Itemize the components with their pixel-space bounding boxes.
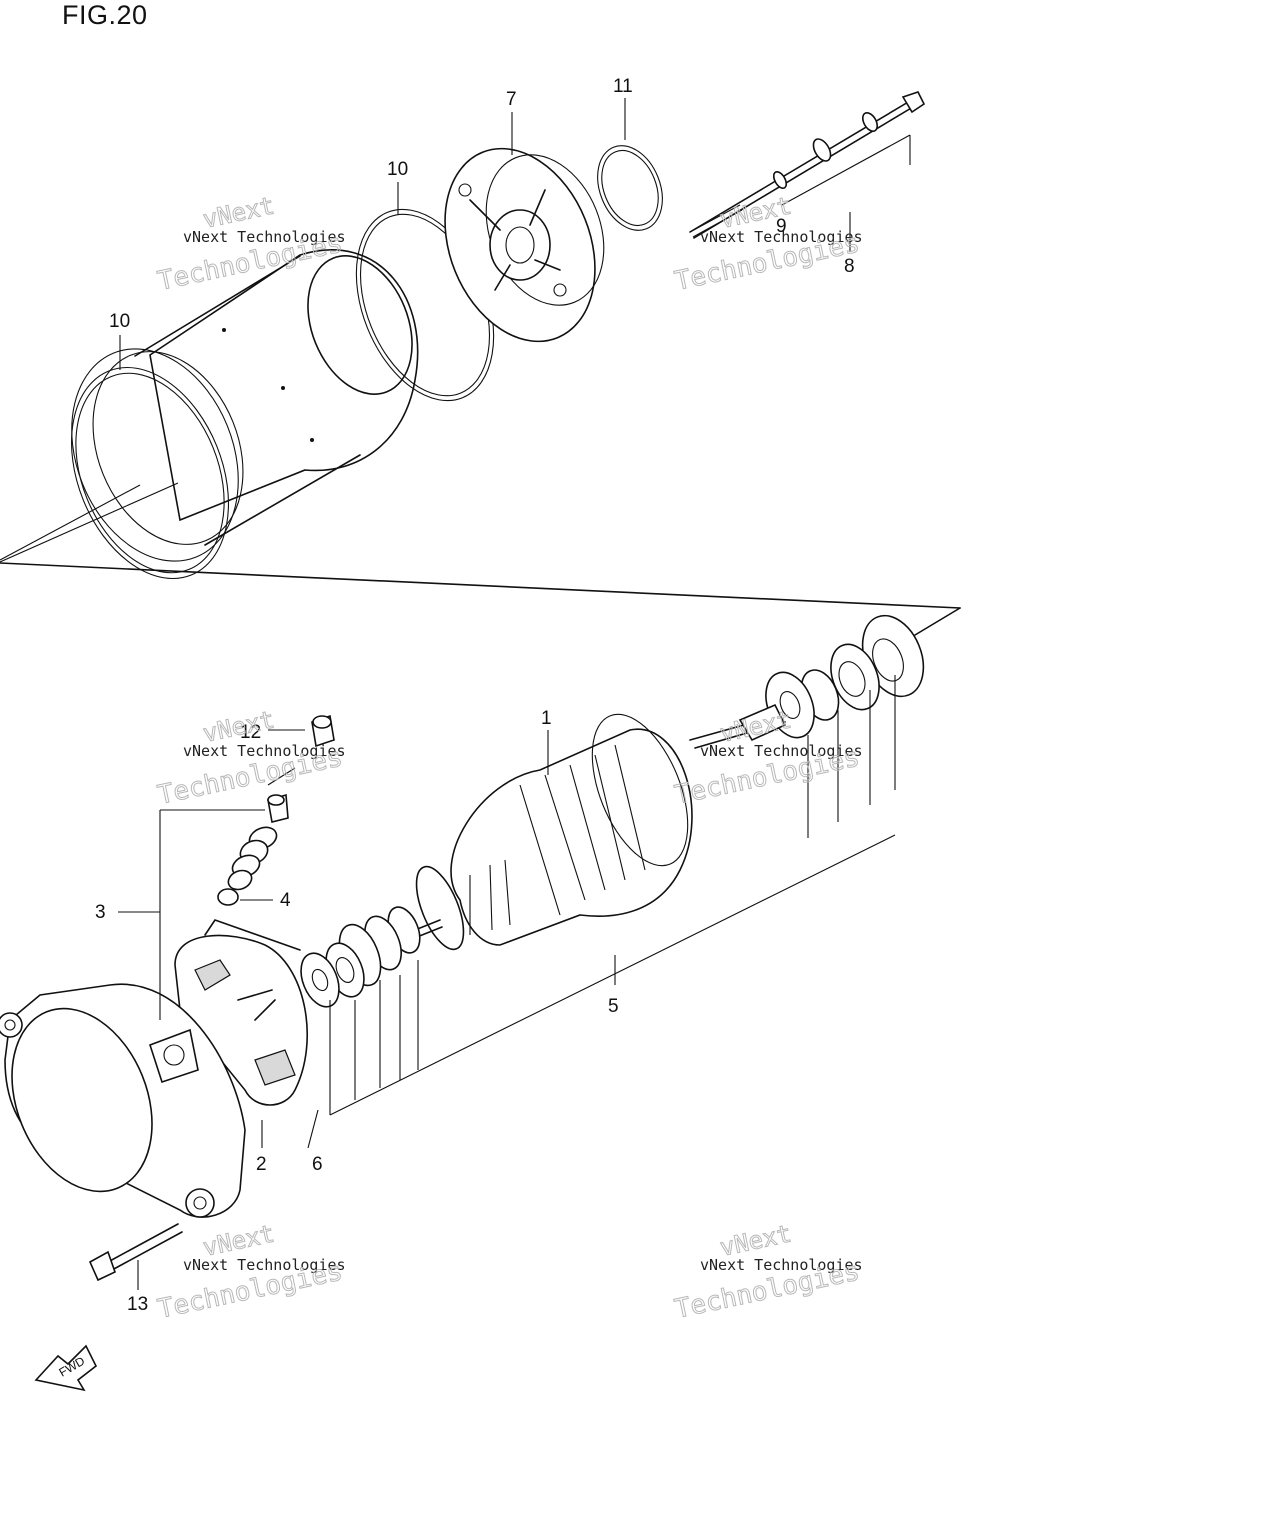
watermark-3: vNext vNext Technologies Technologies bbox=[155, 705, 346, 811]
callout-6: 6 bbox=[312, 1154, 323, 1175]
brush-holder bbox=[174, 919, 308, 1106]
callout-9: 9 bbox=[776, 216, 787, 237]
yoke-housing bbox=[71, 249, 419, 562]
section-divider bbox=[0, 482, 961, 636]
watermark-text: vNext Technologies bbox=[700, 1256, 863, 1274]
watermark-text: vNext Technologies bbox=[183, 228, 346, 246]
callout-12: 12 bbox=[240, 722, 261, 743]
callout-2: 2 bbox=[256, 1154, 267, 1175]
callout-13: 13 bbox=[127, 1294, 148, 1315]
callout-7: 7 bbox=[506, 89, 517, 110]
callout-1: 1 bbox=[541, 708, 552, 729]
rear-end-cover bbox=[444, 147, 605, 343]
watermark-4: vNext vNext Technologies Technologies bbox=[672, 705, 863, 811]
callout-10-front: 10 bbox=[109, 311, 130, 332]
leader-lines-upper bbox=[0, 98, 911, 561]
washer-set-left bbox=[300, 906, 421, 1008]
watermark-text: vNext Technologies bbox=[700, 742, 863, 760]
watermark-5: vNext vNext Technologies Technologies bbox=[155, 1219, 346, 1325]
figure-title: FIG.20 bbox=[62, 0, 148, 30]
watermark-6: vNext vNext Technologies Technologies bbox=[672, 1219, 863, 1325]
terminal-kit bbox=[217, 714, 335, 906]
callout-3: 3 bbox=[95, 902, 106, 923]
callout-10-rear: 10 bbox=[387, 159, 408, 180]
callout-8: 8 bbox=[844, 256, 855, 277]
mounting-bolt bbox=[88, 1223, 183, 1282]
watermark-text: vNext Technologies bbox=[183, 742, 346, 760]
washer-set-right bbox=[765, 614, 925, 739]
watermark-text: vNext Technologies bbox=[700, 228, 863, 246]
o-ring-small bbox=[597, 145, 663, 231]
leader-lines-lower bbox=[118, 675, 896, 1290]
through-bolts bbox=[689, 91, 926, 239]
callout-4: 4 bbox=[280, 890, 291, 911]
fwd-arrow-icon: FWD bbox=[34, 1344, 98, 1392]
front-end-cover bbox=[0, 983, 246, 1218]
o-ring-front bbox=[70, 366, 230, 580]
watermark-2: vNext vNext Technologies Technologies bbox=[672, 191, 863, 297]
callout-11: 11 bbox=[613, 76, 633, 97]
callout-5: 5 bbox=[608, 996, 619, 1017]
armature bbox=[414, 703, 787, 951]
watermark-text: vNext Technologies bbox=[183, 1256, 346, 1274]
